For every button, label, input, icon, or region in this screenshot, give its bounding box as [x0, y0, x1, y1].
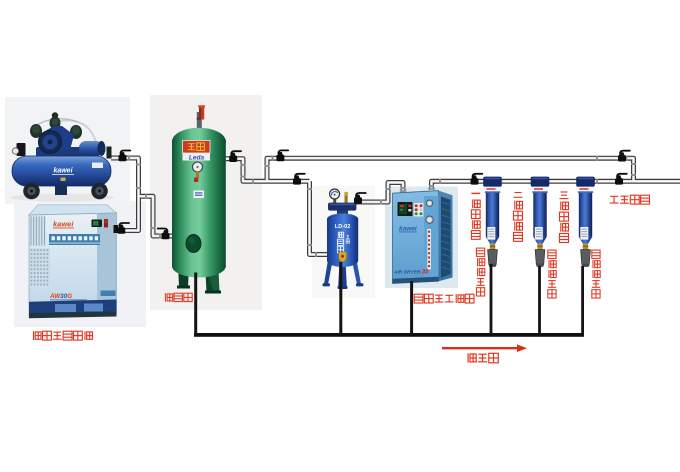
svg-text:kawei: kawei	[53, 168, 73, 175]
svg-text:AW30G: AW30G	[49, 293, 72, 300]
svg-text:kawei: kawei	[53, 220, 74, 229]
svg-text:AIR DRYER 30: AIR DRYER 30	[393, 269, 429, 276]
svg-text:Leda: Leda	[189, 154, 205, 161]
svg-text:LD-02: LD-02	[335, 224, 351, 230]
svg-text:kawei: kawei	[399, 226, 417, 233]
